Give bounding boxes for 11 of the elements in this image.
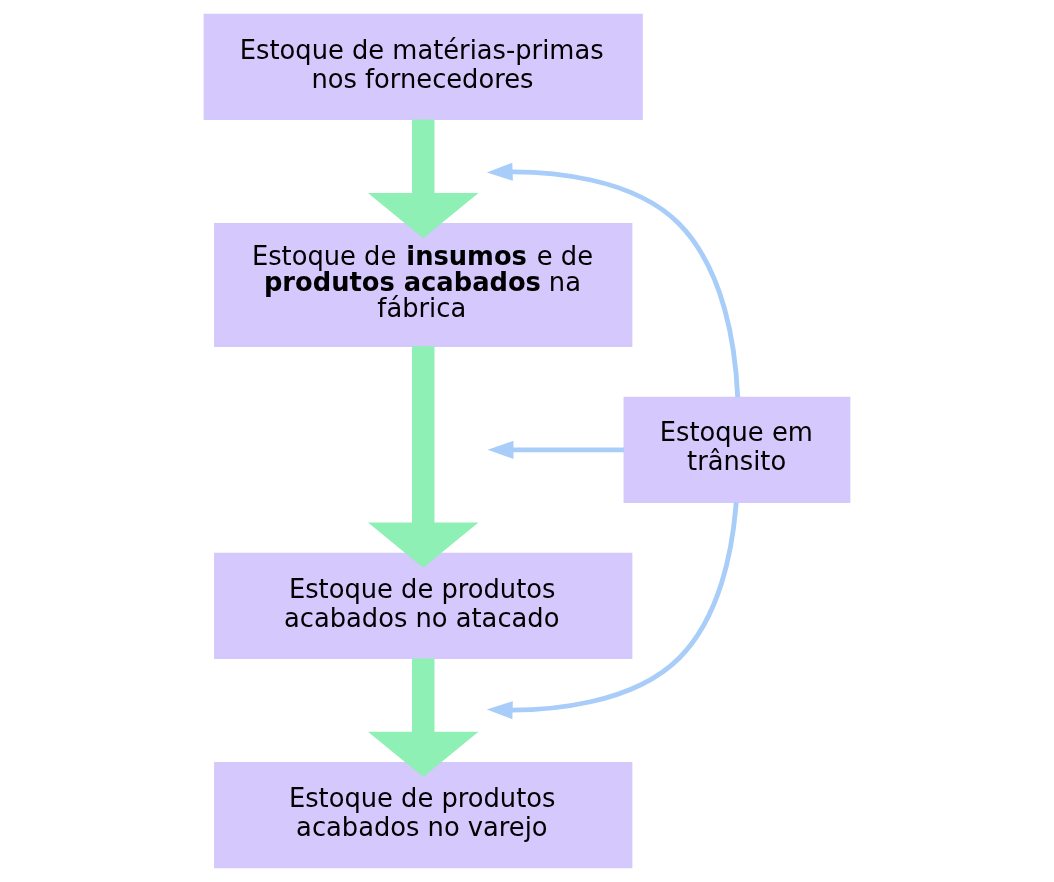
node-box: Estoque em trânsito [623, 396, 851, 503]
arrow [486, 162, 741, 398]
node-box: Estoque de produtos acabados no varejo [214, 761, 633, 869]
arrow [368, 119, 479, 239]
node-box: Estoque de matérias-primas nos fornecedores [203, 13, 643, 121]
arrow [486, 502, 739, 720]
arrow [367, 346, 479, 568]
node-box: Estoque de produtos acabados no atacado [214, 552, 633, 659]
arrow [487, 440, 624, 459]
arrow [368, 658, 479, 777]
node-box: Estoque de insumos e de produtos acabados na fábrica [214, 223, 633, 347]
